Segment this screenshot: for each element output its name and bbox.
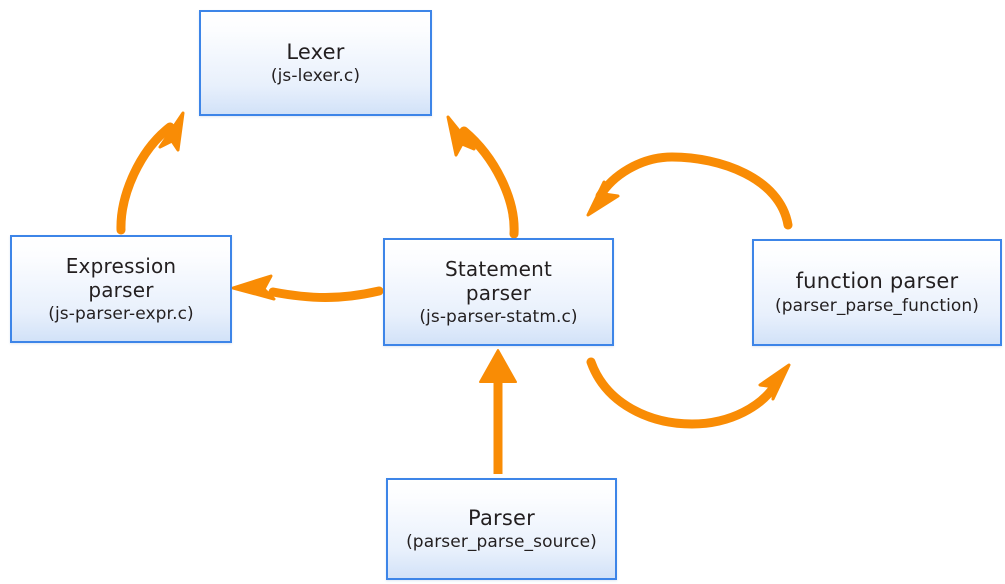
edge-expression-to-lexer: [116, 111, 185, 235]
node-parser[interactable]: Parser (parser_parse_source): [386, 478, 617, 580]
node-expression-parser[interactable]: Expression parser (js-parser-expr.c): [10, 235, 232, 343]
node-statement-parser-subtitle: (js-parser-statm.c): [419, 307, 578, 328]
edge-statement-to-function: [586, 357, 791, 429]
edge-function-to-statement: [586, 152, 793, 230]
node-function-parser-subtitle: (parser_parse_function): [774, 295, 980, 316]
node-lexer-subtitle: (js-lexer.c): [270, 66, 361, 87]
edge-parser-to-statement: [479, 349, 517, 474]
edge-statement-to-expression: [231, 274, 384, 302]
node-statement-parser-title: Statement: [444, 256, 553, 281]
node-statement-parser-title-line2: parser: [465, 280, 532, 305]
node-function-parser[interactable]: function parser (parser_parse_function): [752, 239, 1002, 346]
node-expression-parser-subtitle: (js-parser-expr.c): [48, 304, 194, 325]
edge-statement-to-lexer: [446, 115, 519, 239]
node-statement-parser[interactable]: Statement parser (js-parser-statm.c): [383, 238, 614, 346]
node-lexer-title: Lexer: [286, 39, 345, 64]
node-expression-parser-title-line2: parser: [88, 277, 154, 302]
node-parser-subtitle: (parser_parse_source): [406, 532, 597, 553]
node-lexer[interactable]: Lexer (js-lexer.c): [199, 10, 432, 116]
node-function-parser-title: function parser: [795, 269, 959, 294]
node-parser-title: Parser: [468, 505, 535, 530]
node-expression-parser-title: Expression: [65, 253, 177, 278]
